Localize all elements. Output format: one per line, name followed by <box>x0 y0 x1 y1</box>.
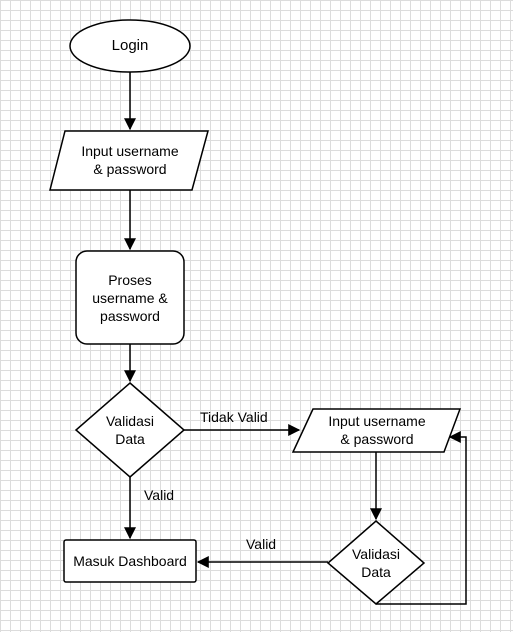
input2-parallelogram-shape[interactable] <box>291 408 462 453</box>
input1-parallelogram-shape[interactable] <box>49 130 209 191</box>
edge-label-valid-2: Valid <box>246 536 277 552</box>
end-process-rect-shape[interactable] <box>63 539 197 583</box>
edge-label-valid-1: Valid <box>144 487 175 503</box>
decision1-diamond-shape[interactable] <box>74 382 186 478</box>
arrow-decision2-loop-to-input2 <box>376 431 467 605</box>
process-rounded-rect-shape[interactable] <box>75 250 185 345</box>
edge-label-tidak-valid: Tidak Valid <box>200 409 268 425</box>
start-terminator-shape[interactable] <box>69 19 191 73</box>
decision2-diamond-shape[interactable] <box>326 520 426 605</box>
